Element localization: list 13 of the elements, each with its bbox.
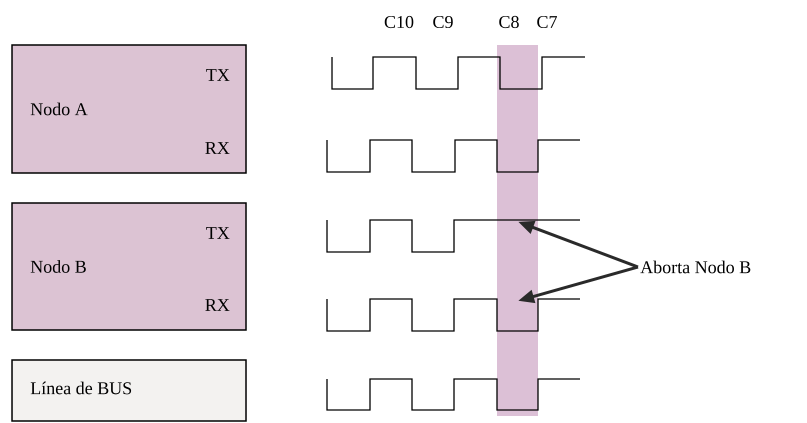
column-label: C7 bbox=[537, 16, 557, 28]
annotation-text: Aborta Nodo B bbox=[640, 260, 750, 274]
column-label: C10 bbox=[384, 16, 414, 28]
node-box: Nodo A TX RX bbox=[11, 44, 247, 174]
node-box: Línea de BUS bbox=[11, 359, 247, 422]
square-wave bbox=[326, 298, 580, 332]
square-wave bbox=[326, 139, 580, 173]
square-wave bbox=[326, 219, 580, 253]
column-label: C8 bbox=[499, 16, 519, 28]
node-box: Nodo B TX RX bbox=[11, 202, 247, 331]
column-label: C9 bbox=[433, 16, 453, 28]
square-wave bbox=[326, 378, 580, 411]
square-wave bbox=[331, 56, 585, 90]
